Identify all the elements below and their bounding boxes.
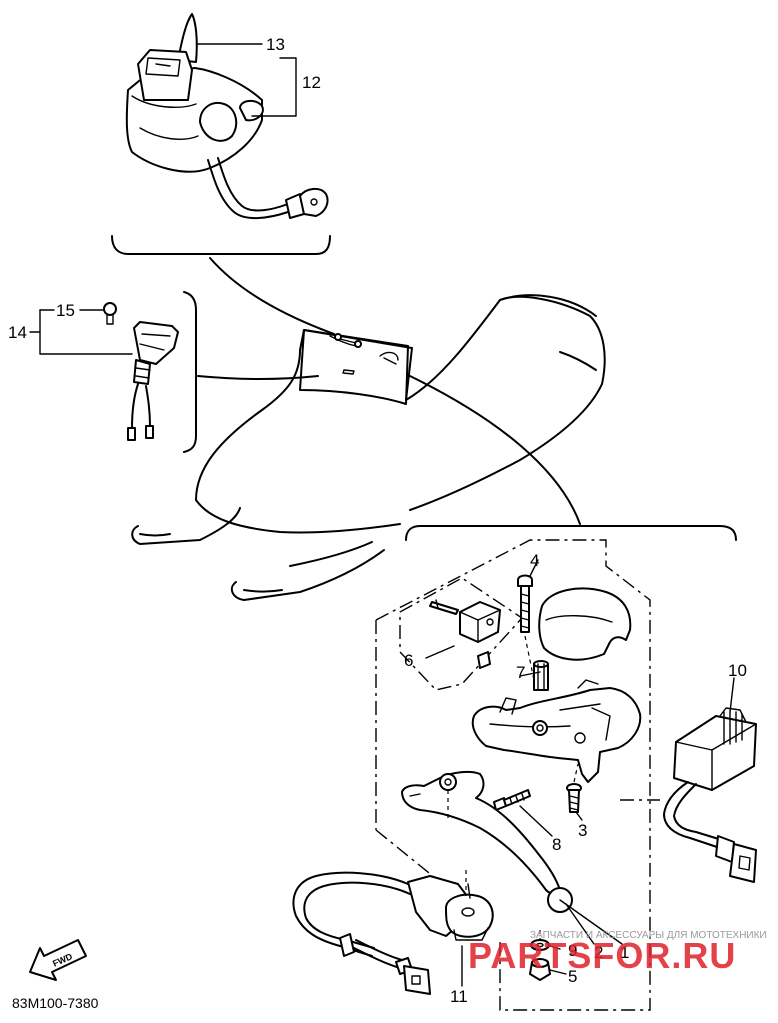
- part-4-bolt: [517, 574, 533, 633]
- watermark-site: PARTSFOR.RU: [468, 935, 736, 976]
- snowmobile-body: [131, 294, 606, 601]
- leader-switch-to-body: [209, 257, 335, 335]
- diagram-code: 83M100-7380: [12, 995, 99, 1011]
- callout-14: 14: [8, 323, 27, 342]
- callout-5: 5: [568, 967, 577, 986]
- switch-housing-assembly: [125, 13, 329, 219]
- part-3-screw: [566, 783, 582, 813]
- watermark-tagline: ЗАПЧАСТИ И АКСЕССУАРЫ ДЛЯ МОТОТЕХНИКИ: [530, 930, 767, 941]
- group-bracket-top: [111, 235, 331, 255]
- callout-12: 12: [302, 73, 321, 92]
- part-lever-holder: [471, 679, 642, 783]
- callout-15: 15: [56, 301, 75, 320]
- callout-7: 7: [516, 663, 525, 682]
- part-6-switch-block: [429, 599, 501, 669]
- leader-lever-to-body: [409, 375, 581, 525]
- group-bracket-bottom: [405, 525, 737, 541]
- callout-11: 11: [450, 987, 468, 1006]
- bulb-socket-assembly: [103, 302, 179, 441]
- callout-4: 4: [530, 551, 539, 570]
- callout-leaders-bottom: [425, 559, 735, 987]
- callout-13: 13: [266, 35, 285, 54]
- watermark: ЗАПЧАСТИ И АКСЕССУАРЫ ДЛЯ МОТОТЕХНИКИ PA…: [468, 930, 767, 976]
- callout-1: 1: [620, 943, 629, 962]
- part-10-switch-unit: [663, 707, 757, 883]
- callout-10: 10: [728, 661, 747, 680]
- part-cover-cap: [538, 587, 632, 661]
- part-5-nut: [529, 958, 551, 981]
- part-7-collar: [533, 660, 549, 691]
- group-outline-dashed: [375, 539, 651, 1011]
- callout-9: 9: [568, 941, 577, 960]
- body-pointer-b: [383, 357, 397, 365]
- part-8-screw: [493, 789, 531, 811]
- callout-2: 2: [594, 943, 603, 962]
- fwd-arrow: FWD: [29, 939, 87, 981]
- callout-12-13: 13 12: [197, 35, 321, 117]
- callout-8: 8: [552, 835, 561, 854]
- group-bracket-left: [183, 291, 197, 453]
- part-11-lever-switch: [292, 871, 494, 995]
- leader-bulb-to-body: [197, 375, 319, 380]
- callout-6: 6: [404, 651, 413, 670]
- callout-14-15: 15 14: [8, 301, 133, 355]
- callout-3: 3: [578, 821, 587, 840]
